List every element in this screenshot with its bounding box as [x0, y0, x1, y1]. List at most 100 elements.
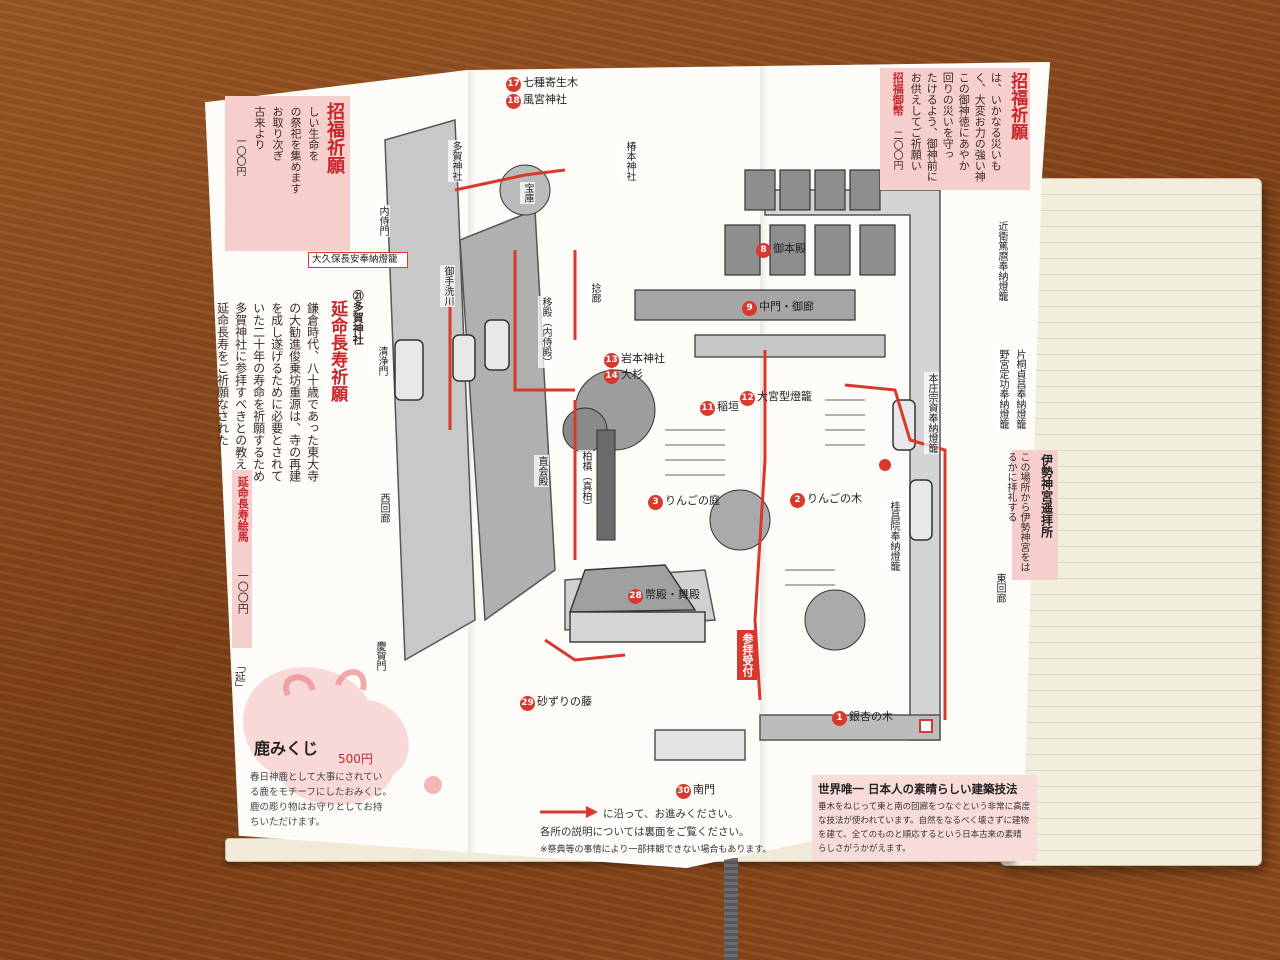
map-label-19: 宝庫	[520, 182, 535, 204]
ise-shrine-box: 伊勢神宮遥拝所	[1012, 450, 1058, 580]
label-text: 七種寄生木	[523, 76, 578, 89]
keiga-gate-label: 慶賀門	[374, 641, 385, 671]
right-text-2: く、大変お力の強い神	[973, 72, 987, 182]
left-col-text-1: 鎌倉時代、八十歳であった東大寺	[305, 302, 320, 482]
left-col-text-6: 延命長寿をご祈願なされた	[215, 302, 230, 446]
omikuji-desc-1: 春日神鹿として大事にされてい	[250, 772, 383, 783]
left-small-text-4: 古来より	[253, 106, 266, 150]
right-text-4: 回りの災いを守っ	[941, 72, 955, 160]
bookmark-ribbon	[724, 858, 738, 960]
right-text-5: たけるよう、御神前に	[925, 72, 939, 182]
left-shrine-21: ㉑多賀神社	[351, 290, 365, 345]
ema-title: 延命長寿絵馬	[236, 476, 250, 542]
reception-label: 参拝受付	[737, 630, 757, 680]
omikuji-desc-2: る鹿をモチーフにしたおみくじ。	[250, 787, 392, 798]
left-char-shou: 「延」	[233, 660, 247, 693]
left-heading-top: 招福祈願	[324, 102, 345, 174]
arch-line-1: 垂木をねじって東と南の回廊をつなぐという非常に高度	[818, 802, 1031, 812]
marker-icon: 9	[742, 301, 757, 316]
marker-icon: 30	[676, 784, 691, 799]
left-small-text-1: しい生命を	[307, 106, 320, 161]
marker-icon: 12	[740, 391, 755, 406]
deer-illustration	[243, 667, 442, 805]
notebook	[1000, 178, 1262, 866]
arch-line-4: らしさがうかがえます。	[818, 844, 911, 854]
marker-icon: 2	[790, 493, 805, 508]
architecture-desc: 垂木をねじって東と南の回廊をつなぐという非常に高度 な技法が使われています。自然…	[812, 800, 1037, 856]
omikuji-desc-3: 鹿の彫り物はお守りとしてお持	[250, 802, 383, 813]
west-corridor-label: 西回廊	[378, 493, 389, 523]
marker-icon: 13	[604, 353, 619, 368]
left-col-text-2: の大勧進俊乗坊重源は、寺の再建	[287, 302, 302, 482]
marker-icon: 11	[700, 401, 715, 416]
label-text: 大宮型燈籠	[757, 390, 812, 403]
marker-icon: 29	[520, 696, 535, 711]
label-text: 中門・御廊	[759, 300, 814, 313]
map-label-23: 内侍門	[375, 205, 390, 237]
omikuji-description: 春日神鹿として大事にされてい る鹿をモチーフにしたおみくじ。 鹿の彫り物はお守り…	[250, 770, 392, 830]
arch-line-2: な技法が使われています。自然をなるべく壊さずに建物	[818, 816, 1029, 826]
right-heading-sub: 招福御幣	[891, 72, 905, 116]
ema-price: 一〇〇円	[236, 570, 250, 614]
label-text: 御本殿	[773, 242, 806, 255]
right-price: 二〇〇円	[891, 130, 902, 170]
map-label-22: 御手洗川	[440, 265, 455, 307]
left-col-text-5: 多賀神社に参拝すべきとの教えを戴き	[233, 302, 248, 506]
marker-icon: 18	[506, 94, 521, 109]
right-text-6: お供えしてご祈願い	[909, 72, 923, 171]
left-col-text-4: いた二十年の寿命を祈願するため	[251, 302, 266, 482]
route-arrow-icon	[540, 806, 598, 818]
left-fee-small: 一〇〇円	[234, 136, 245, 176]
right-top-pink-box: 招福祈願 は、いかなる災いも く、大変お力の強い神 この御神徳にあやか 回りの災…	[880, 68, 1030, 190]
marker-icon: 28	[628, 589, 643, 604]
footer-arrow-text: に沿って、お進みください。	[603, 808, 739, 820]
footer-line-2: 各所の説明については裏面をご覧ください。	[540, 826, 750, 838]
omikuji-price: 500円	[338, 752, 373, 766]
right-heading: 招福祈願	[1007, 72, 1028, 140]
label-text: りんごの木	[807, 492, 862, 505]
left-col-text-3: を成し遂げるために必要とされて	[269, 302, 284, 482]
marker-icon: 8	[756, 243, 771, 258]
marker-icon: 1	[832, 711, 847, 726]
left-top-pink-box: 招福祈願 しい生命を の祭祀を集めます お取り次ぎ 古来より 一〇〇円	[225, 96, 350, 251]
architecture-box: 世界唯一 日本人の素晴らしい建築技法 垂木をねじって東と南の回廊をつなぐという非…	[812, 775, 1037, 861]
map-label-5: 本庄宗資奉納燈籠	[924, 372, 939, 454]
marker-icon: 14	[604, 369, 619, 384]
map-label-26: 柏槙（真柏）	[578, 450, 593, 512]
label-text: 風宮神社	[523, 93, 567, 106]
east-corridor-label: 東回廊	[994, 573, 1005, 603]
shrine-map-illustration	[384, 119, 947, 761]
ema-label-box: 延命長寿絵馬 一〇〇円	[232, 470, 252, 648]
label-text: 砂ずりの藤	[537, 695, 592, 708]
label-text: りんごの庭	[665, 494, 720, 507]
map-label-21: 多賀神社	[448, 140, 463, 182]
marker-icon: 17	[506, 77, 521, 92]
label-text: 南門	[693, 783, 715, 796]
map-label-15: 移殿（内侍殿）	[538, 296, 553, 368]
marker-icon: 3	[648, 495, 663, 510]
left-heading-long: 延命長寿祈願	[327, 300, 348, 402]
label-text: 岩本神社	[621, 352, 665, 365]
map-label-10: 近衛篤麿奉納燈籠	[994, 220, 1009, 302]
left-small-text-3: お取り次ぎ	[271, 106, 284, 161]
map-label-25: 清浄門	[374, 345, 389, 377]
ise-title: 伊勢神宮遥拝所	[1039, 454, 1054, 538]
map-label-24: 大久保長安奉納燈籠	[308, 252, 408, 268]
label-text: 幣殿・舞殿	[645, 588, 700, 601]
omikuji-title: 鹿みくじ	[254, 739, 319, 758]
right-text-3: この御神徳にあやか	[957, 72, 971, 171]
architecture-title: 世界唯一 日本人の素晴らしい建築技法	[818, 782, 1018, 796]
